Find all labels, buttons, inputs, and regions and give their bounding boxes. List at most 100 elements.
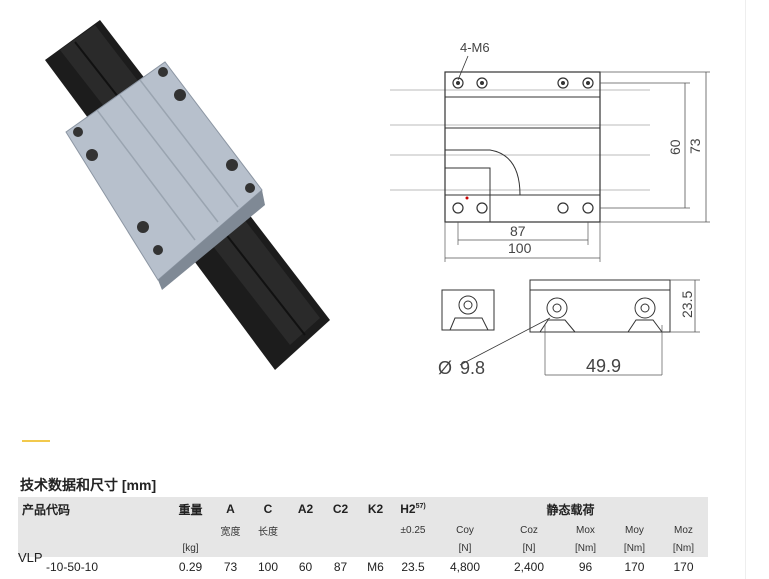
col-a-desc: 宽度 bbox=[213, 521, 248, 539]
col-h2-tol: ±0.25 bbox=[393, 521, 433, 539]
carriage-bottom-plate bbox=[444, 194, 601, 223]
end-profile bbox=[539, 319, 576, 333]
wheel-icon bbox=[458, 295, 478, 315]
screw-icon bbox=[153, 245, 163, 255]
cell-c2: 87 bbox=[333, 560, 348, 574]
table-header-row: 产品代码 重量 A C A2 C2 K2 H257) 静态载荷 bbox=[18, 497, 708, 521]
dim-87: 87 bbox=[510, 223, 526, 239]
col-h2-note: 57) bbox=[415, 503, 426, 510]
wheel-icon bbox=[546, 297, 568, 319]
holes-label: 4-M6 bbox=[460, 40, 490, 55]
wheel-icon bbox=[463, 300, 473, 310]
dim-73: 73 bbox=[687, 138, 703, 154]
hole-icon bbox=[452, 202, 464, 214]
cell-h2: 23.5 bbox=[401, 560, 425, 574]
hole-icon bbox=[557, 77, 569, 89]
carriage-line bbox=[139, 79, 239, 208]
technical-drawing: 4-M6 87 100 60 73 bbox=[390, 40, 710, 378]
end-view-left bbox=[441, 289, 495, 331]
hole-icon bbox=[476, 202, 488, 214]
unit-moy: [Nm] bbox=[609, 539, 659, 557]
cell-a: 73 bbox=[223, 560, 238, 574]
screw-icon bbox=[226, 159, 238, 171]
hole-icon bbox=[452, 77, 464, 89]
hole-icon bbox=[582, 77, 594, 89]
carriage-top-plate bbox=[444, 71, 601, 98]
screw-icon bbox=[137, 221, 149, 233]
col-k2: K2 bbox=[358, 497, 393, 521]
col-weight: 重量 bbox=[168, 497, 213, 521]
screw-icon bbox=[86, 149, 98, 161]
wheel-icon bbox=[552, 303, 562, 313]
col-code: 产品代码 bbox=[18, 497, 168, 521]
unit-mox: [Nm] bbox=[561, 539, 610, 557]
unit-weight: [kg] bbox=[168, 539, 213, 557]
cell-mox: 96 bbox=[578, 560, 593, 574]
cell-code: -10-50-10 bbox=[46, 560, 99, 574]
unit-moz: [Nm] bbox=[658, 539, 708, 557]
series-label: VLP bbox=[18, 550, 43, 565]
screw-icon bbox=[158, 67, 168, 77]
dim-23-5: 23.5 bbox=[679, 291, 695, 318]
wheel-icon bbox=[640, 303, 650, 313]
cell-weight: 0.29 bbox=[178, 560, 203, 574]
table-unit-row: [kg] [N] [N] [Nm] [Nm] [Nm] bbox=[18, 539, 708, 557]
dim-60: 60 bbox=[667, 139, 683, 155]
unit-coz: [N] bbox=[497, 539, 561, 557]
specs-table: 产品代码 重量 A C A2 C2 K2 H257) 静态载荷 宽度 长度 ±0… bbox=[18, 497, 708, 577]
carriage-line bbox=[119, 94, 219, 223]
product-photo bbox=[45, 20, 330, 370]
cutaway-curve bbox=[445, 149, 521, 196]
leader-line bbox=[457, 55, 469, 81]
dim-diameter: 9.8 bbox=[460, 358, 485, 378]
hole-icon bbox=[561, 81, 565, 85]
col-h2-label: H2 bbox=[400, 502, 416, 516]
col-c2: C2 bbox=[323, 497, 358, 521]
cell-a2: 60 bbox=[298, 560, 313, 574]
carriage-side bbox=[158, 190, 265, 290]
wheel-icon bbox=[634, 297, 656, 319]
dim-100: 100 bbox=[508, 240, 532, 256]
cell-coz: 2,400 bbox=[513, 560, 545, 574]
carriage-line bbox=[96, 109, 196, 241]
section-title: 技术数据和尺寸 [mm] bbox=[20, 477, 157, 493]
col-h2: H257) bbox=[393, 497, 433, 521]
screw-icon bbox=[174, 89, 186, 101]
accent-line bbox=[22, 440, 50, 442]
hole-icon bbox=[476, 77, 488, 89]
hole-icon bbox=[456, 81, 460, 85]
col-a2: A2 bbox=[288, 497, 323, 521]
col-moz: Moz bbox=[658, 521, 708, 539]
end-view-right bbox=[529, 279, 671, 333]
leader-line bbox=[459, 317, 551, 366]
cell-k2: M6 bbox=[367, 560, 384, 574]
col-mox: Mox bbox=[561, 521, 610, 539]
cell-coy: 4,800 bbox=[449, 560, 481, 574]
marker-icon bbox=[465, 196, 469, 200]
page-edge bbox=[745, 0, 746, 579]
col-moy: Moy bbox=[609, 521, 659, 539]
col-c: C bbox=[248, 497, 288, 521]
end-profile bbox=[627, 319, 663, 333]
col-c-desc: 长度 bbox=[248, 521, 288, 539]
screw-icon bbox=[245, 183, 255, 193]
end-block bbox=[444, 167, 491, 223]
hole-icon bbox=[480, 81, 484, 85]
table-row: -10-50-10 0.29 73 100 60 87 M6 23.5 4,80… bbox=[18, 557, 708, 577]
cell-moy: 170 bbox=[624, 560, 645, 574]
cell-c: 100 bbox=[257, 560, 279, 574]
carriage-outline bbox=[444, 71, 601, 223]
hole-icon bbox=[586, 81, 590, 85]
cell-moz: 170 bbox=[673, 560, 694, 574]
dim-49-9: 49.9 bbox=[586, 356, 621, 376]
screw-icon bbox=[73, 127, 83, 137]
hole-icon bbox=[557, 202, 569, 214]
diameter-symbol: Ø bbox=[438, 358, 452, 378]
col-a: A bbox=[213, 497, 248, 521]
end-profile bbox=[449, 317, 489, 331]
unit-coy: [N] bbox=[433, 539, 497, 557]
col-coz: Coz bbox=[497, 521, 561, 539]
hole-icon bbox=[582, 202, 594, 214]
table-subheader-row: 宽度 长度 ±0.25 Coy Coz Mox Moy Moz bbox=[18, 521, 708, 539]
